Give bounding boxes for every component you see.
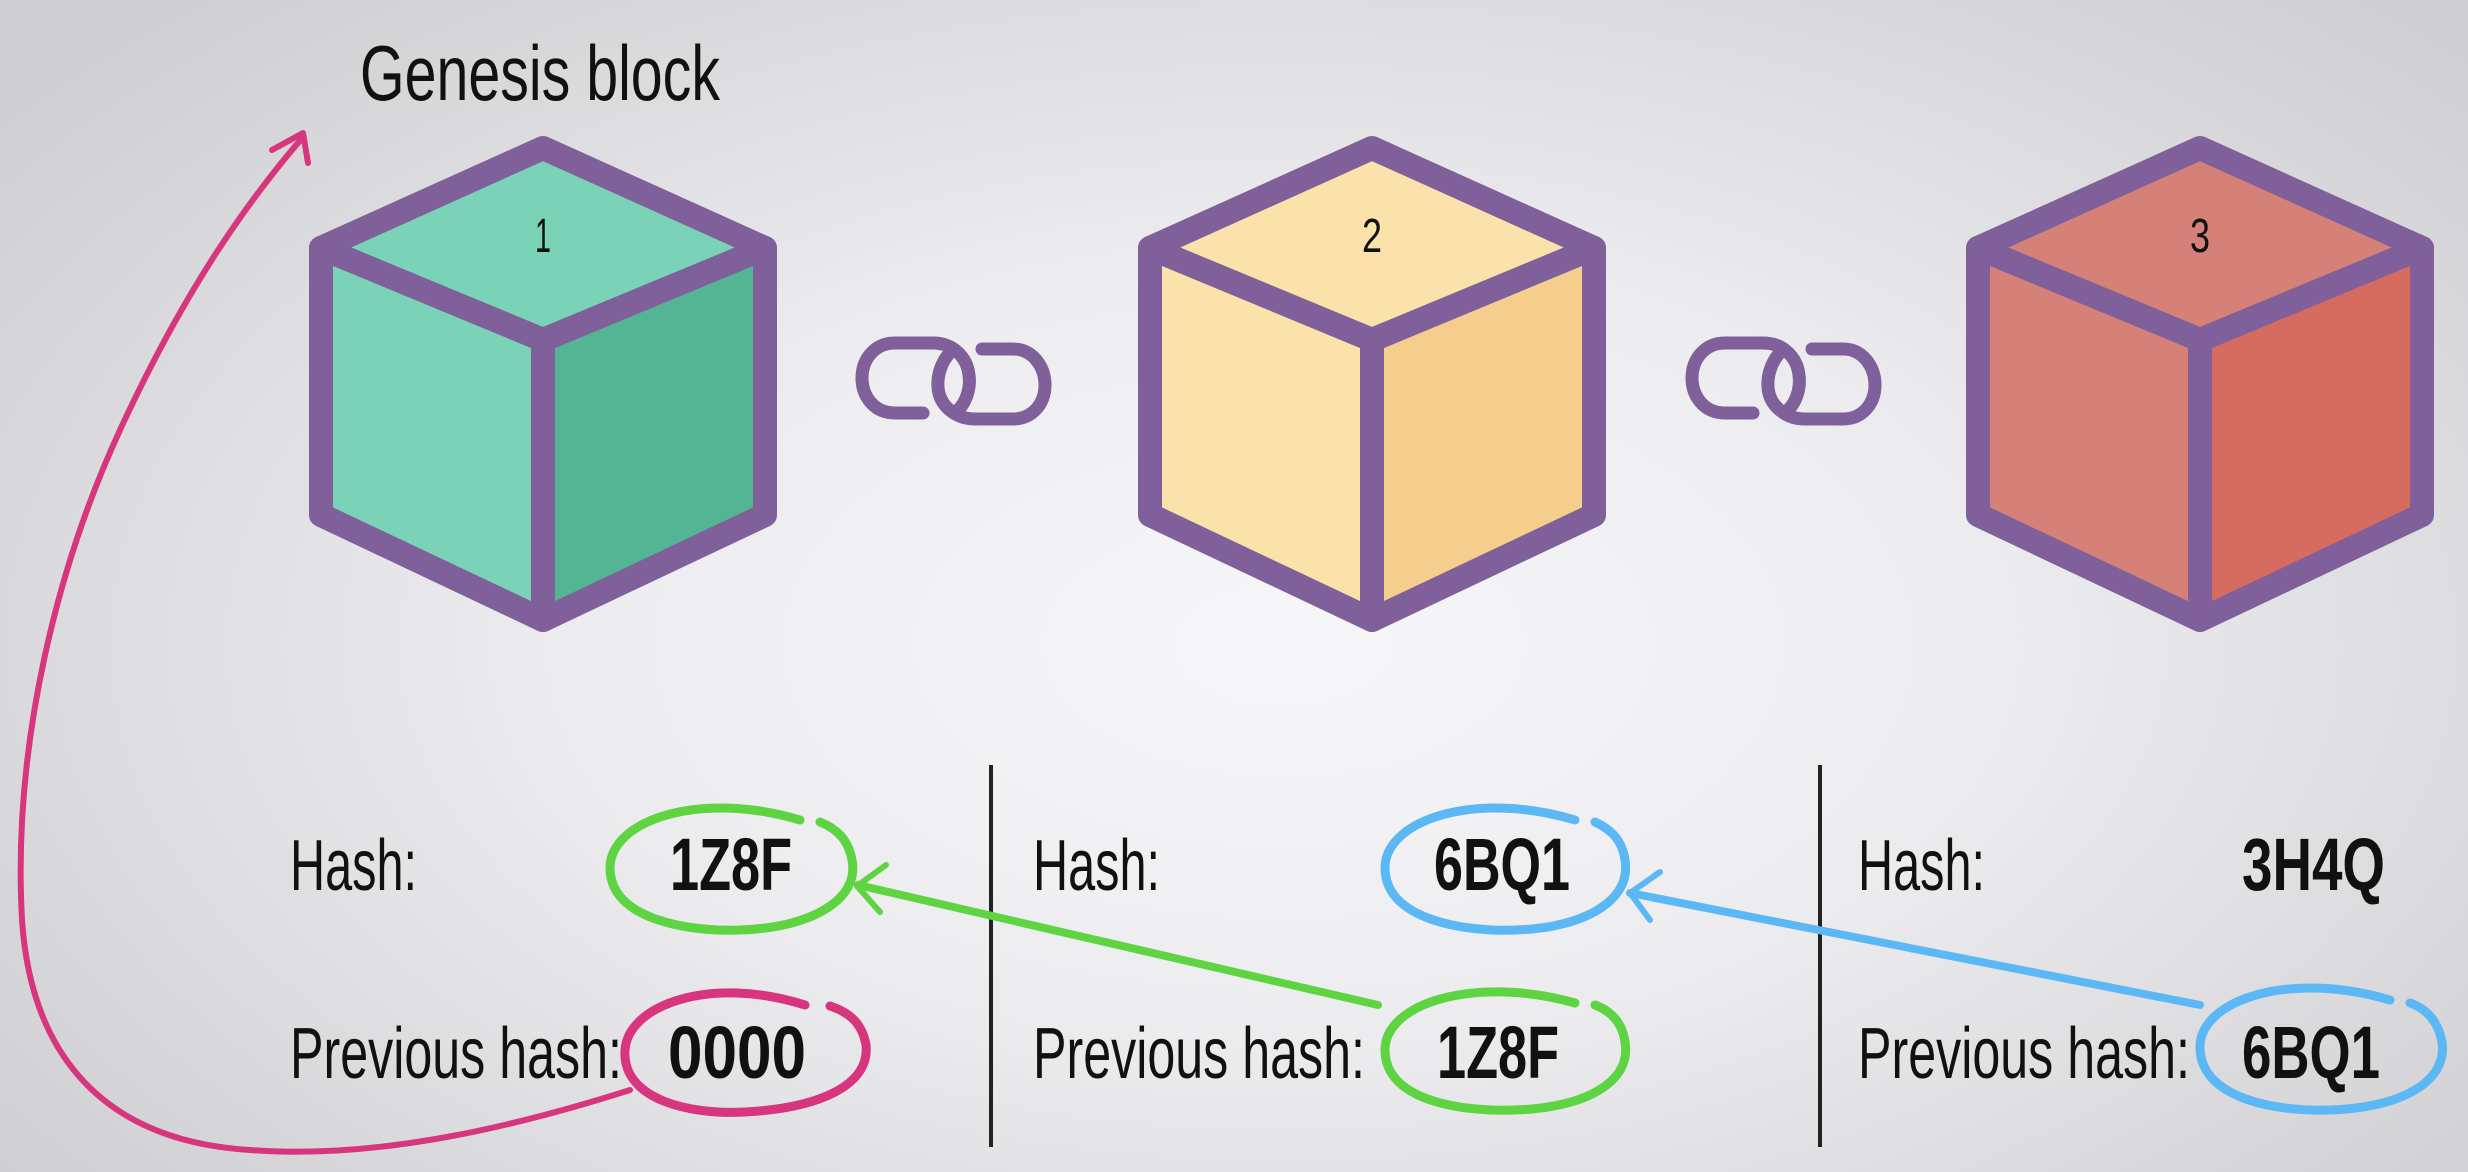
chain-link-icon — [855, 336, 1052, 426]
block-3-hash-label: Hash: — [1858, 826, 1985, 906]
block-1-hash-label: Hash: — [290, 826, 417, 906]
blue-link-arrow — [1626, 889, 2204, 1009]
blue-link-arrowhead — [1627, 869, 1663, 923]
genesis-arrow — [17, 134, 633, 1155]
chain-link-right — [1761, 342, 1882, 426]
cube-right-face — [1360, 236, 1606, 632]
block-1-number: 1 — [535, 210, 551, 263]
block-2-hash-label: Hash: — [1033, 826, 1160, 906]
block-3-prev-hash-label: Previous hash: — [1858, 1014, 2190, 1094]
block-2-cube — [1138, 136, 1606, 632]
block-1-prev-hash-label: Previous hash: — [290, 1014, 622, 1094]
chain-link-left — [1685, 336, 1806, 420]
hash-circle-block-2 — [1380, 803, 1631, 935]
block-3-number: 3 — [2190, 210, 2210, 263]
cube-right-face — [2188, 236, 2434, 632]
block-3-cube — [1966, 136, 2434, 632]
cube-right-face — [531, 236, 777, 632]
genesis-arrowhead — [269, 130, 311, 166]
prev-hash-circle-block-2 — [1380, 987, 1631, 1115]
block-2-prev-hash-label: Previous hash: — [1033, 1014, 1365, 1094]
green-link-arrowhead — [854, 862, 889, 915]
block-3-hash-value: 3H4Q — [2242, 823, 2385, 906]
block-2-number: 2 — [1362, 210, 1382, 263]
green-link-arrow — [854, 881, 1382, 1009]
block-3-prev-hash-value: 6BQ1 — [2242, 1011, 2380, 1094]
block-2-hash-value: 6BQ1 — [1434, 823, 1570, 906]
hash-circle-block-1 — [605, 803, 858, 935]
block-1-cube — [309, 136, 777, 632]
chain-link-right — [931, 342, 1052, 426]
block-2-prev-hash-value: 1Z8F — [1437, 1011, 1559, 1094]
chain-link-icon — [1685, 336, 1882, 426]
chain-link-left — [855, 336, 976, 420]
block-1-prev-hash-value: 0000 — [668, 1011, 806, 1094]
genesis-block-label: Genesis block — [360, 29, 721, 117]
block-1-hash-value: 1Z8F — [670, 823, 792, 906]
prev-hash-circle-block-1 — [620, 988, 871, 1117]
prev-hash-circle-block-3 — [2195, 983, 2447, 1115]
